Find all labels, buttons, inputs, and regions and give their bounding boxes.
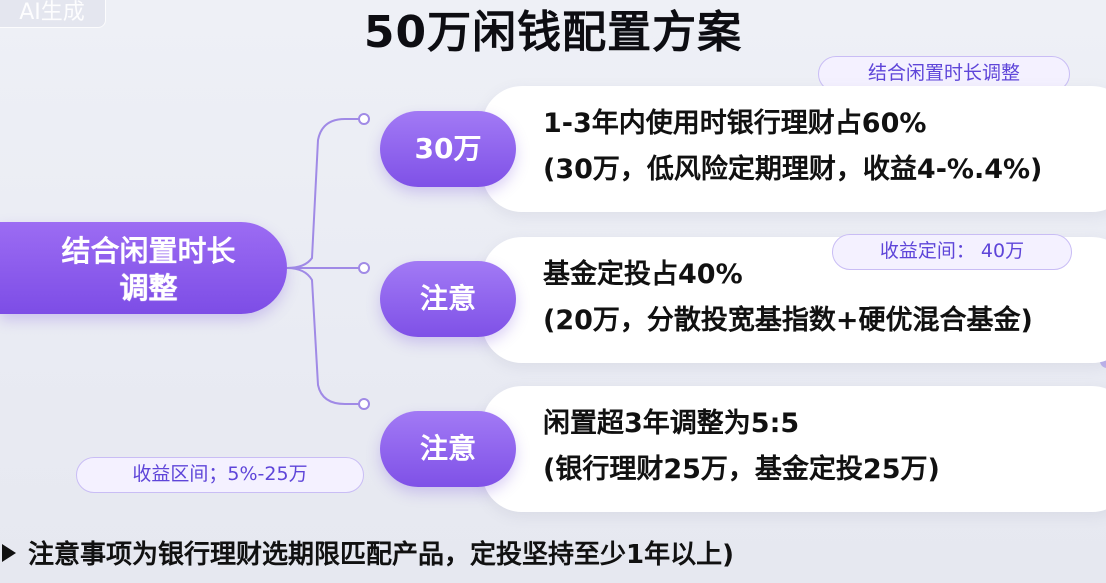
footer-note: 注意事项为银行理财选期限匹配产品，定投坚持至少1年以上): [0, 534, 1106, 578]
branch-node-1: 30万: [380, 111, 516, 187]
tag-pill-middle: 收益定间： 40万: [832, 234, 1072, 270]
branch-card-1-line-1: 1-3年内使用时银行理财占60%: [543, 108, 927, 139]
branch-card-3-line-1: 闲置超3年调整为5:5: [543, 408, 800, 439]
connector-branch-1: [286, 118, 360, 269]
branch-card-2-line-2: (20万，分散投宽基指数+硬优混合基金): [543, 305, 1033, 336]
page-title: 50万闲钱配置方案: [363, 7, 743, 58]
ai-generated-badge: AI生成: [0, 0, 106, 28]
root-node-line-1: 结合闲置时长: [61, 234, 236, 268]
branch-card-3: 闲置超3年调整为5:5 (银行理财25万，基金定投25万): [482, 386, 1106, 512]
connector-dot-1: [358, 113, 370, 125]
branch-card-2-line-1: 基金定投占40%: [543, 259, 743, 290]
root-node: 结合闲置时长 调整: [0, 222, 287, 314]
branch-node-2: 注意: [380, 261, 516, 337]
connector-dot-2: [358, 262, 370, 274]
root-node-line-2: 调整: [119, 271, 178, 305]
footer-note-text: 注意事项为银行理财选期限匹配产品，定投坚持至少1年以上): [28, 540, 734, 570]
triangle-right-icon: [2, 544, 16, 562]
branch-card-1: 1-3年内使用时银行理财占60% (30万，低风险定期理财，收益4-%.4%): [482, 86, 1106, 212]
branch-node-3: 注意: [380, 411, 516, 487]
connector-branch-3: [286, 267, 360, 405]
branch-card-1-line-2: (30万，低风险定期理财，收益4-%.4%): [543, 154, 1043, 185]
connector-dot-3: [358, 398, 370, 410]
tag-pill-bottom: 收益区间；5%-25万: [76, 457, 364, 493]
branch-card-3-line-2: (银行理财25万，基金定投25万): [543, 454, 940, 485]
